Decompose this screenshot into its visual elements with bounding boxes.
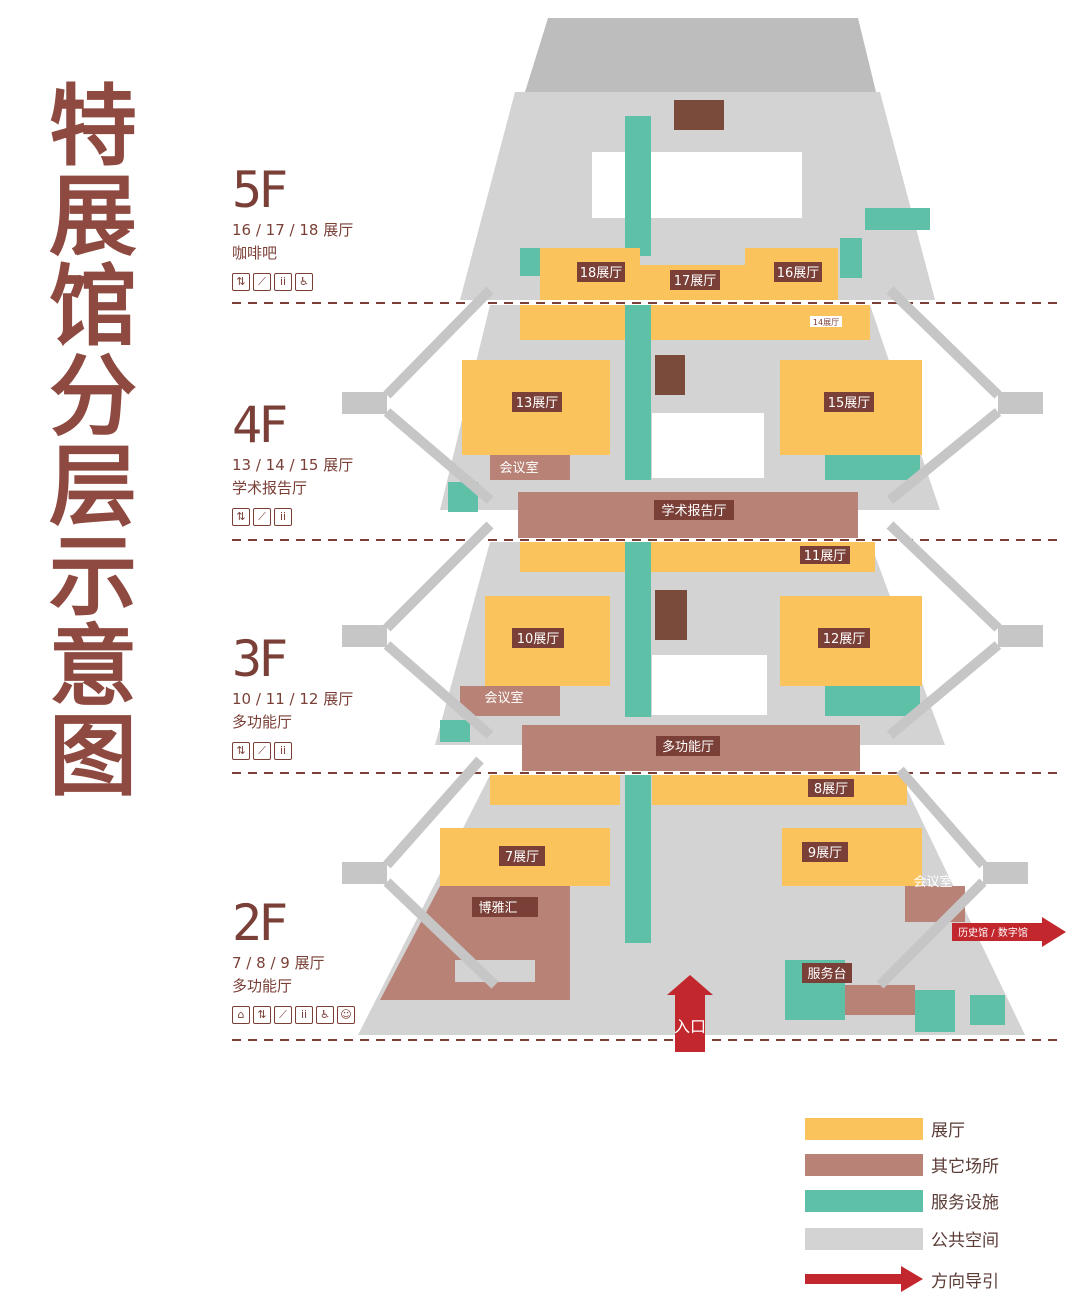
restroom-icon: ii <box>274 508 292 526</box>
escalator-icon: ⟋ <box>253 508 271 526</box>
legend-swatch <box>805 1227 923 1250</box>
legend-item: 公共空间 <box>805 1226 999 1251</box>
hall-18-label: 18展厅 <box>580 266 623 281</box>
hall-14-label: 14展厅 <box>813 318 839 327</box>
floor-info-3f: 3F 10 / 11 / 12 展厅 多功能厅 ⇅ ⟋ ii <box>232 634 353 760</box>
legend-label: 方向导引 <box>931 1271 999 1292</box>
floor-separators <box>232 302 1060 1041</box>
facility-icons: ⌂ ⇅ ⟋ ii ♿ ☺ <box>232 1006 355 1024</box>
facility-icons: ⇅ ⟋ ii <box>232 508 353 526</box>
restroom-icon: ii <box>274 742 292 760</box>
floor-4f <box>342 286 1043 538</box>
legend-item: 其它场所 <box>805 1152 999 1177</box>
baby-care-icon: ☺ <box>337 1006 355 1024</box>
entrance-arrow <box>667 975 713 1052</box>
meeting-room-4f-label: 会议室 <box>499 460 538 476</box>
floor-5f <box>460 92 935 300</box>
legend-swatch <box>805 1189 923 1212</box>
hall-15-label: 15展厅 <box>828 396 871 411</box>
floor-halls: 7 / 8 / 9 展厅 <box>232 954 325 972</box>
floor-3f <box>342 521 1043 771</box>
meeting-room-3f-label: 会议室 <box>484 690 523 706</box>
floor-halls: 10 / 11 / 12 展厅 <box>232 690 354 708</box>
escalator-icon: ⟋ <box>253 273 271 291</box>
hall-9-label: 9展厅 <box>808 846 842 861</box>
legend-label: 公共空间 <box>931 1231 999 1251</box>
elevator-icon: ⇅ <box>232 273 250 291</box>
meeting-room-2f-label: 会议室 <box>913 874 952 890</box>
elevator-icon: ⇅ <box>232 508 250 526</box>
hall-8-label: 8展厅 <box>814 782 848 797</box>
room-labels: 18展厅 17展厅 16展厅 14展厅 13展厅 15展厅 会议室 学术报告厅 … <box>472 262 1028 1036</box>
floor-extra: 多功能厅 <box>232 977 293 995</box>
legend-label: 服务设施 <box>931 1193 999 1213</box>
legend-item: 服务设施 <box>805 1188 999 1213</box>
restroom-icon: ii <box>274 273 292 291</box>
elevator-icon: ⇅ <box>253 1006 271 1024</box>
hall-10-label: 10展厅 <box>517 632 560 647</box>
history-direction-arrow <box>952 917 1066 947</box>
accessible-icon: ♿ <box>295 273 313 291</box>
legend-swatch <box>805 1117 923 1140</box>
facility-icons: ⇅ ⟋ ii <box>232 742 353 760</box>
floor-extra: 多功能厅 <box>232 713 293 731</box>
legend-item: 展厅 <box>805 1116 965 1141</box>
legend-arrow-swatch <box>805 1266 923 1292</box>
floor-extra: 咖啡吧 <box>232 244 278 262</box>
legend-label: 展厅 <box>931 1121 965 1141</box>
floor-halls: 16 / 17 / 18 展厅 <box>232 221 354 239</box>
roof <box>525 18 876 92</box>
hall-12-label: 12展厅 <box>823 632 866 647</box>
hall-7-label: 7展厅 <box>505 850 539 865</box>
history-digital-hall-label: 历史馆 / 数字馆 <box>958 926 1028 939</box>
accessible-icon: ♿ <box>316 1006 334 1024</box>
shop-icon: ⌂ <box>232 1006 250 1024</box>
escalator-icon: ⟋ <box>253 742 271 760</box>
facility-icons: ⇅ ⟋ ii ♿ <box>232 273 353 291</box>
hall-16-label: 16展厅 <box>777 266 820 281</box>
floor-info-2f: 2F 7 / 8 / 9 展厅 多功能厅 ⌂ ⇅ ⟋ ii ♿ ☺ <box>232 898 355 1024</box>
entrance-label: 入口 <box>674 1017 706 1036</box>
floor-info-5f: 5F 16 / 17 / 18 展厅 咖啡吧 ⇅ ⟋ ii ♿ <box>232 165 353 291</box>
floor-code: 2F <box>232 894 288 952</box>
multi-hall-3f-label: 多功能厅 <box>662 739 714 755</box>
service-desk-label: 服务台 <box>807 966 846 982</box>
restroom-icon: ii <box>295 1006 313 1024</box>
floor-halls: 13 / 14 / 15 展厅 <box>232 456 354 474</box>
escalator-icon: ⟋ <box>274 1006 292 1024</box>
legend-label: 其它场所 <box>931 1157 999 1177</box>
shop-label: 博雅汇 <box>478 901 517 916</box>
legend-swatch <box>805 1153 923 1176</box>
page-title: 特展馆分层示意图 <box>48 75 137 808</box>
hall-17-label: 17展厅 <box>674 274 717 289</box>
floor-code: 4F <box>232 396 288 454</box>
legend-item: 方向导引 <box>805 1264 999 1294</box>
lecture-hall-label: 学术报告厅 <box>661 503 726 519</box>
floor-code: 5F <box>232 161 288 219</box>
elevator-icon: ⇅ <box>232 742 250 760</box>
hall-11-label: 11展厅 <box>804 549 847 564</box>
hall-13-label: 13展厅 <box>516 396 559 411</box>
floor-extra: 学术报告厅 <box>232 479 308 497</box>
floor-code: 3F <box>232 630 288 688</box>
floor-info-4f: 4F 13 / 14 / 15 展厅 学术报告厅 ⇅ ⟋ ii <box>232 400 353 526</box>
